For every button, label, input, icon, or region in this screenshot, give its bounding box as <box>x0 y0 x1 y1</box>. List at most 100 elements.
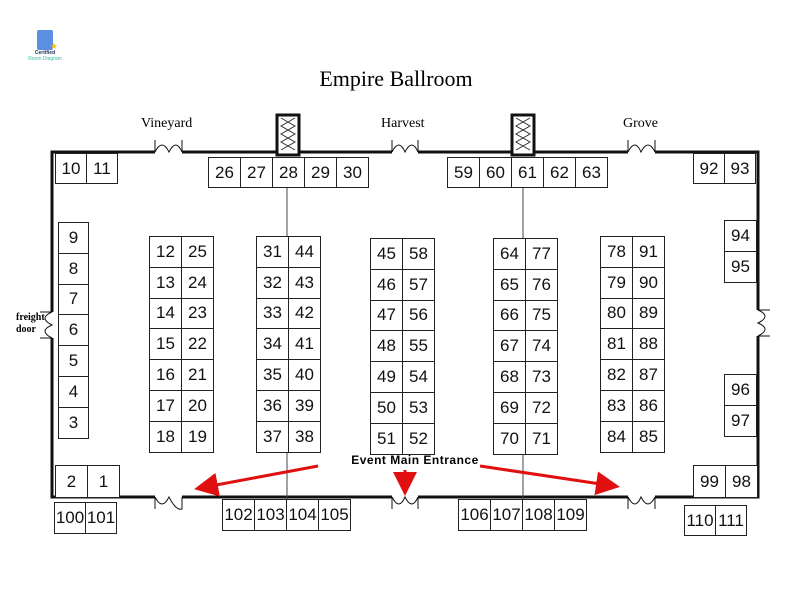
booth-14: 14 <box>149 297 182 330</box>
booth-35: 35 <box>256 359 289 391</box>
booth-5: 5 <box>58 345 89 377</box>
booth-38: 38 <box>288 420 321 453</box>
room-label-grove: Grove <box>623 116 658 131</box>
booth-1: 1 <box>87 465 120 498</box>
booth-65: 65 <box>493 268 526 301</box>
room-label-harvest: Harvest <box>381 116 425 131</box>
booth-96: 96 <box>724 374 757 406</box>
booth-19: 19 <box>181 420 214 453</box>
booth-91: 91 <box>632 236 665 268</box>
booth-86: 86 <box>632 390 665 422</box>
booth-26: 26 <box>208 157 241 188</box>
booth-64: 64 <box>493 238 526 270</box>
booth-47: 47 <box>370 299 403 332</box>
booth-51: 51 <box>370 422 403 455</box>
booth-80: 80 <box>600 297 633 330</box>
booth-32: 32 <box>256 266 289 299</box>
doors <box>40 140 770 510</box>
booth-87: 87 <box>632 359 665 391</box>
entrance-label: Event Main Entrance <box>351 453 479 467</box>
booth-62: 62 <box>543 157 576 188</box>
booth-76: 76 <box>525 268 558 301</box>
booth-17: 17 <box>149 390 182 422</box>
booth-58: 58 <box>402 238 435 270</box>
booth-25: 25 <box>181 236 214 268</box>
booth-73: 73 <box>525 361 558 393</box>
booth-60: 60 <box>479 157 512 188</box>
booth-10: 10 <box>55 153 87 184</box>
document-icon: ★ <box>37 30 58 51</box>
booth-40: 40 <box>288 359 321 391</box>
booth-11: 11 <box>86 153 118 184</box>
pillar-right <box>510 113 536 157</box>
booth-34: 34 <box>256 328 289 361</box>
booth-3: 3 <box>58 406 89 439</box>
booth-45: 45 <box>370 238 403 270</box>
booth-90: 90 <box>632 266 665 299</box>
booth-107: 107 <box>490 499 523 531</box>
booth-22: 22 <box>181 328 214 361</box>
booth-21: 21 <box>181 359 214 391</box>
booth-2: 2 <box>55 465 88 498</box>
booth-68: 68 <box>493 361 526 393</box>
booth-43: 43 <box>288 266 321 299</box>
booth-59: 59 <box>447 157 480 188</box>
booth-31: 31 <box>256 236 289 268</box>
booth-92: 92 <box>693 153 725 184</box>
booth-104: 104 <box>286 499 319 531</box>
booth-81: 81 <box>600 328 633 361</box>
booth-50: 50 <box>370 392 403 424</box>
room-label-vineyard: Vineyard <box>141 116 193 131</box>
booth-36: 36 <box>256 390 289 422</box>
booth-52: 52 <box>402 422 435 455</box>
booth-83: 83 <box>600 390 633 422</box>
booth-103: 103 <box>254 499 287 531</box>
booth-30: 30 <box>336 157 369 188</box>
booth-57: 57 <box>402 268 435 301</box>
booth-12: 12 <box>149 236 182 268</box>
booth-89: 89 <box>632 297 665 330</box>
entrance-arrows <box>194 464 620 497</box>
booth-18: 18 <box>149 420 182 453</box>
booth-56: 56 <box>402 299 435 332</box>
booth-39: 39 <box>288 390 321 422</box>
booth-6: 6 <box>58 314 89 347</box>
booth-44: 44 <box>288 236 321 268</box>
booth-84: 84 <box>600 420 633 453</box>
booth-102: 102 <box>222 499 255 531</box>
booth-97: 97 <box>724 405 757 437</box>
booth-110: 110 <box>684 505 716 536</box>
booth-28: 28 <box>272 157 305 188</box>
booth-7: 7 <box>58 283 89 316</box>
booth-67: 67 <box>493 330 526 363</box>
booth-23: 23 <box>181 297 214 330</box>
booth-74: 74 <box>525 330 558 363</box>
booth-66: 66 <box>493 299 526 332</box>
booth-88: 88 <box>632 328 665 361</box>
booth-109: 109 <box>554 499 587 531</box>
booth-85: 85 <box>632 420 665 453</box>
booth-24: 24 <box>181 266 214 299</box>
booth-93: 93 <box>724 153 756 184</box>
booth-69: 69 <box>493 392 526 424</box>
booth-79: 79 <box>600 266 633 299</box>
booth-16: 16 <box>149 359 182 391</box>
booth-100: 100 <box>54 502 86 534</box>
booth-55: 55 <box>402 330 435 363</box>
booth-20: 20 <box>181 390 214 422</box>
arrow-left-icon <box>194 464 319 497</box>
booth-108: 108 <box>522 499 555 531</box>
booth-13: 13 <box>149 266 182 299</box>
booth-8: 8 <box>58 252 89 285</box>
page-title: Empire Ballroom <box>319 66 473 91</box>
booth-101: 101 <box>85 502 117 534</box>
booth-37: 37 <box>256 420 289 453</box>
booth-61: 61 <box>511 157 544 188</box>
booth-98: 98 <box>725 465 758 498</box>
booth-27: 27 <box>240 157 273 188</box>
booth-42: 42 <box>288 297 321 330</box>
booth-94: 94 <box>724 220 757 252</box>
booth-71: 71 <box>525 422 558 455</box>
